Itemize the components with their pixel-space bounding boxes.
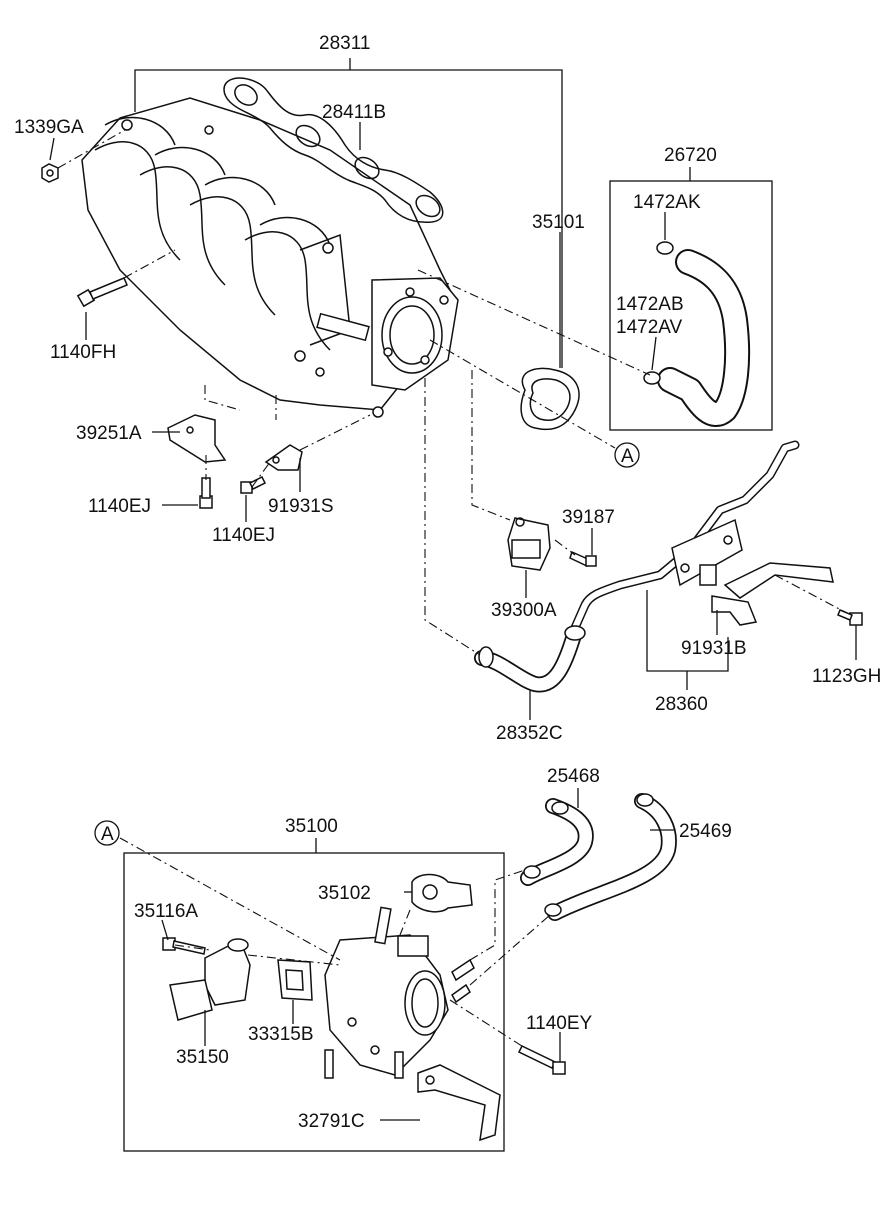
bolt-1140ej-left xyxy=(199,477,213,509)
label-32791c: 32791C xyxy=(298,1111,365,1132)
label-28352c: 28352C xyxy=(496,723,563,744)
label-35102: 35102 xyxy=(318,883,371,904)
hose-25469 xyxy=(544,793,677,921)
hose-kit-box-26720 xyxy=(609,180,773,431)
label-35101: 35101 xyxy=(532,212,585,233)
label-1472ak: 1472AK xyxy=(633,192,701,213)
screw-35116a xyxy=(162,937,206,955)
bolt-1140ey xyxy=(517,1045,566,1075)
screw-39187 xyxy=(569,550,597,567)
hose-25468 xyxy=(520,798,594,886)
group-bracket-28311 xyxy=(134,58,563,368)
label-39187: 39187 xyxy=(562,507,615,528)
assembly-lines xyxy=(57,129,846,1049)
label-28311: 28311 xyxy=(319,33,370,54)
label-39251a: 39251A xyxy=(76,423,142,444)
label-39300a: 39300A xyxy=(491,600,557,621)
gasket-35101 xyxy=(520,367,580,431)
label-91931s: 91931S xyxy=(268,496,334,517)
gasket-33315b xyxy=(277,959,313,1001)
sensor-39300a xyxy=(507,517,551,571)
throttle-body-kit-box-35100 xyxy=(123,852,505,1152)
idle-actuator-35150 xyxy=(169,938,251,1021)
label-1123gh: 1123GH xyxy=(812,666,881,687)
hose-26720 xyxy=(643,241,751,427)
label-1140ej-right: 1140EJ xyxy=(212,525,275,546)
label-1140ej-left: 1140EJ xyxy=(88,496,151,517)
label-ref-a-lower: A xyxy=(101,824,114,845)
ref-circle-a-lower xyxy=(94,820,120,846)
ref-circle-a-upper xyxy=(614,442,640,468)
gasket-28411b xyxy=(223,77,444,223)
nut-1339ga xyxy=(41,163,59,183)
sensor-35102 xyxy=(411,873,473,913)
label-91931b: 91931B xyxy=(681,638,747,659)
hose-28352c xyxy=(474,625,586,693)
label-35100: 35100 xyxy=(285,816,338,837)
label-28411b: 28411B xyxy=(322,102,386,123)
bracket-32791c xyxy=(417,1064,501,1142)
leader-lines xyxy=(49,122,857,1121)
label-28360: 28360 xyxy=(655,694,708,715)
label-1472av: 1472AV xyxy=(616,317,683,338)
label-33315b: 33315B xyxy=(248,1024,314,1045)
bracket-39251a xyxy=(167,414,227,463)
label-25469: 25469 xyxy=(679,821,732,842)
water-pipe-28360 xyxy=(569,440,800,635)
label-1339ga: 1339GA xyxy=(14,117,84,138)
label-25468: 25468 xyxy=(547,766,600,787)
label-35150: 35150 xyxy=(176,1047,229,1068)
label-1140ey: 1140EY xyxy=(526,1013,593,1034)
label-1472ab: 1472AB xyxy=(616,294,684,315)
bolt-1123gh xyxy=(837,609,863,626)
label-1140fh: 1140FH xyxy=(50,342,116,363)
intake-manifold-28311 xyxy=(81,97,459,418)
label-ref-a-upper: A xyxy=(621,446,634,467)
bracket-91931s xyxy=(264,444,303,471)
label-26720: 26720 xyxy=(664,145,717,166)
throttle-body-35100 xyxy=(324,906,475,1079)
bolt-1140fh xyxy=(76,277,128,308)
label-35116a: 35116A xyxy=(134,901,198,922)
bracket-91931b xyxy=(711,562,834,626)
